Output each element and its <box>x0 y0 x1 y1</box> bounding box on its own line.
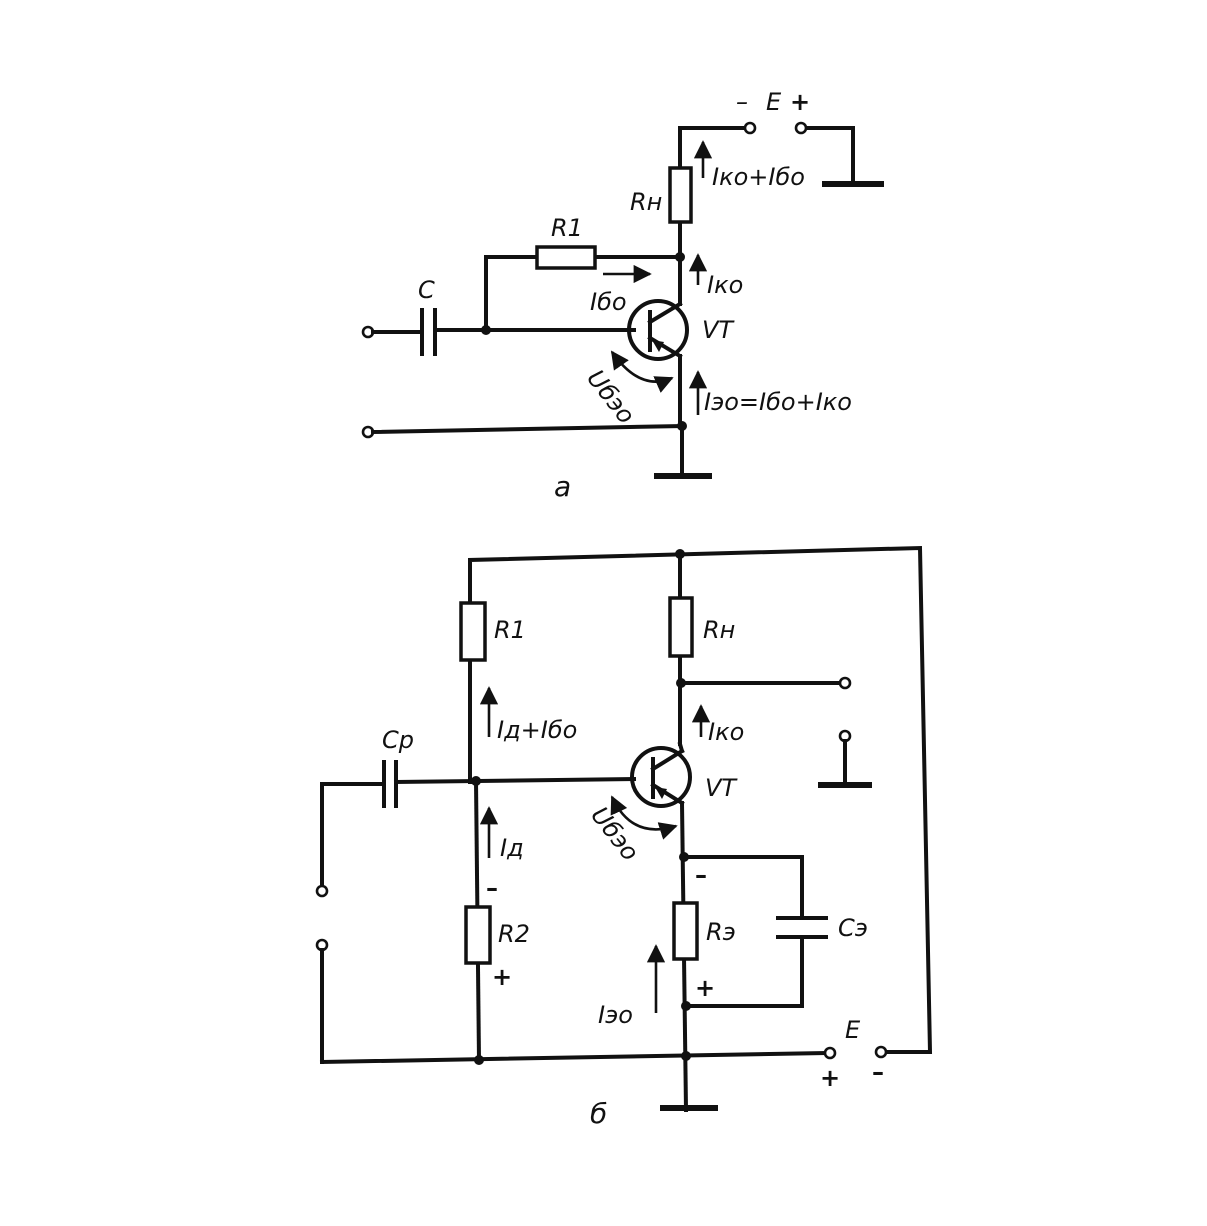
emitter-low-node <box>681 1001 691 1011</box>
voltage-arrow <box>610 350 674 393</box>
r2-label: R2 <box>498 920 530 948</box>
supply-minus-sign: – <box>736 88 748 116</box>
supply-minus-sign: – <box>872 1058 884 1086</box>
supply-plus-sign: + <box>820 1064 840 1092</box>
caption-b: б <box>590 1097 607 1130</box>
voltage-arrow <box>610 795 678 840</box>
base-node <box>481 325 491 335</box>
r2-plus-sign: + <box>492 963 512 991</box>
divider-current-id-label: Iд <box>500 834 524 862</box>
supply-label: E <box>766 88 782 116</box>
output-terminal <box>838 676 852 690</box>
emitter-resistor-label: Rэ <box>706 918 736 946</box>
emitter-resistor-re <box>672 901 699 961</box>
emitter-current-label: Iэо <box>598 1001 633 1029</box>
r2-minus-sign: – <box>486 874 498 902</box>
load-resistor-label: Rн <box>630 188 662 216</box>
transistor-label: VT <box>702 316 735 344</box>
load-resistor-rn <box>668 596 694 658</box>
collector-current-label: Iко <box>707 271 743 299</box>
collector-current-label: Iко <box>708 718 744 746</box>
caption-a: a <box>554 470 571 503</box>
supply-minus-terminal <box>743 121 757 135</box>
load-resistor-label: Rн <box>703 616 735 644</box>
transistor-vt <box>627 255 689 428</box>
circuit-a: – E + Iко+Iбо Rн R1 C Iбо Iко VT Uбэо Iэ… <box>361 88 884 503</box>
bottom-rail-node <box>681 1051 691 1061</box>
emitter-current-label: Iэо=Iбо+Iко <box>704 388 852 416</box>
circuit-b: R1 Rн Iд+Iбо Iко Cр VT Iд Uбэо – R2 + – … <box>315 545 933 1130</box>
feedback-resistor-r1 <box>535 245 597 270</box>
resistor-r2 <box>464 905 492 965</box>
ube-label: Uбэо <box>585 801 644 866</box>
divider-current-label: Iд+Iбо <box>497 716 577 744</box>
transistor-vt <box>630 741 692 808</box>
supply-plus-terminal <box>794 121 808 135</box>
coupling-capacitor-label: Cр <box>382 726 414 754</box>
base-current-label: Iбо <box>590 288 627 316</box>
emitter-capacitor-label: Cэ <box>838 914 868 942</box>
transistor-label: VT <box>705 774 738 802</box>
re-plus-sign: + <box>695 974 715 1002</box>
resistor-r1 <box>459 601 487 662</box>
r1-label: R1 <box>551 214 583 242</box>
load-resistor-rn <box>668 166 693 224</box>
capacitor-label: C <box>418 276 435 304</box>
r1-label: R1 <box>494 616 526 644</box>
supply-current-label: Iко+Iбо <box>712 163 805 191</box>
input-terminal <box>315 884 329 898</box>
supply-plus-sign: + <box>790 88 810 116</box>
supply-minus-terminal <box>874 1045 888 1059</box>
bottom-rail-node <box>474 1055 484 1065</box>
supply-label: E <box>845 1016 861 1044</box>
re-minus-sign: – <box>695 861 707 889</box>
supply-plus-terminal <box>823 1046 837 1060</box>
